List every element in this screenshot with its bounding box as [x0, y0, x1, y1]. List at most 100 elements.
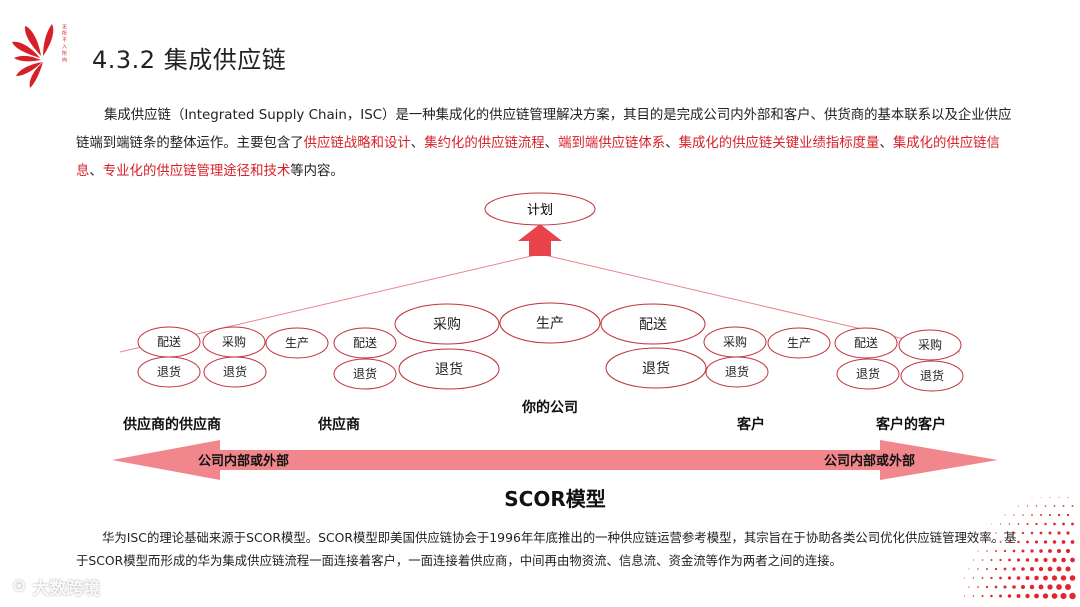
decorative-dot — [1030, 549, 1033, 552]
decorative-dot — [990, 577, 992, 579]
decorative-dot — [1052, 575, 1057, 580]
decorative-dot — [1043, 576, 1048, 581]
decorative-dot — [999, 595, 1002, 598]
decorative-dot — [1057, 531, 1060, 534]
decorative-dot — [1017, 576, 1021, 580]
decorative-dot — [1009, 523, 1010, 524]
group-label-customer: 客户 — [736, 416, 765, 433]
decorative-dot — [991, 559, 993, 561]
decorative-dot — [1047, 584, 1052, 589]
scor-description-text: 华为ISC的理论基础来源于SCOR模型。SCOR模型即美国供应链协会于1996年… — [76, 530, 1016, 568]
decorative-dot — [977, 550, 978, 551]
decorative-dot — [1045, 505, 1047, 507]
decorative-dot — [1065, 584, 1071, 590]
model-title: SCOR模型 — [504, 487, 605, 511]
node-label: 退货 — [856, 366, 880, 381]
decorative-dot — [1053, 540, 1057, 544]
decorative-dot — [1058, 514, 1060, 516]
node-label: 配送 — [854, 335, 878, 350]
decorative-dot — [1027, 505, 1028, 506]
node-label: 退货 — [223, 364, 247, 379]
decorative-dot — [1067, 497, 1068, 498]
decorative-dot — [999, 577, 1002, 580]
decorative-dot — [991, 524, 992, 525]
decorative-dot — [1017, 594, 1021, 598]
highlight-term: 专业化的供应链管理途径和技术 — [103, 164, 290, 179]
decorative-dot — [977, 586, 979, 588]
huawei-logo-icon: 无 所 不 入 所 向 — [10, 14, 74, 94]
decorative-dot — [1043, 558, 1047, 562]
decorative-dot — [987, 533, 988, 534]
decorative-dot — [1040, 497, 1041, 498]
node-label: 采购 — [433, 317, 461, 333]
decorative-dot — [991, 541, 992, 542]
decorative-dot — [1004, 568, 1007, 571]
decorative-dot — [1030, 567, 1034, 571]
decorative-dot — [1052, 558, 1056, 562]
decorative-dot — [1012, 585, 1016, 589]
decorative-dot — [1044, 523, 1046, 525]
watermark-icon: ⊙ — [12, 576, 26, 596]
decorative-dot — [1013, 532, 1015, 534]
node-label: 配送 — [353, 335, 377, 350]
scor-diagram: 计划 配送 采购 生产 退货 退货 配送 退货 采购 生产 退货 配送 采 — [0, 190, 1080, 520]
decorative-dot — [973, 595, 975, 597]
node-label: 退货 — [353, 366, 377, 381]
node-label: 退货 — [642, 360, 670, 377]
decorative-dot — [1026, 523, 1028, 525]
decorative-dot — [1013, 550, 1016, 553]
decorative-dot — [1056, 584, 1062, 590]
highlight-term: 集成化的供应链关键业绩指标度量 — [679, 136, 880, 151]
decorative-dot — [982, 541, 983, 542]
decorative-dot — [1044, 540, 1047, 543]
decorative-dot — [1021, 585, 1025, 589]
scor-description: 华为ISC的理论基础来源于SCOR模型。SCOR模型即美国供应链协会于1996年… — [76, 526, 1026, 572]
node-label: 采购 — [918, 337, 942, 352]
decorative-dot — [1012, 567, 1015, 570]
decorative-dot — [1004, 550, 1006, 552]
intro-sep: 、 — [665, 136, 678, 151]
decorative-dot — [986, 586, 988, 588]
decorative-dot — [1070, 558, 1075, 563]
decorative-dot — [995, 568, 997, 570]
decorative-dot — [982, 577, 984, 579]
group-label-supplier-of-supplier: 供应商的供应商 — [122, 416, 221, 433]
watermark-text: 大数跨境 — [32, 574, 100, 599]
group-label-supplier: 供应商 — [317, 416, 360, 433]
decorative-dot — [1049, 497, 1050, 498]
watermark: ⊙ 大数跨境 — [12, 572, 100, 600]
decorative-dots — [960, 497, 1080, 607]
decorative-dot — [1061, 575, 1066, 580]
node-label: 配送 — [639, 317, 667, 333]
intro-sep: 、 — [89, 164, 102, 179]
decorative-dot — [1021, 567, 1025, 571]
decorative-dot — [964, 578, 965, 579]
decorative-dot — [1017, 558, 1020, 561]
decorative-dot — [1049, 514, 1051, 516]
highlight-term: 集约化的供应链流程 — [424, 136, 545, 151]
decorative-dot — [1003, 585, 1006, 588]
decorative-dot — [1031, 514, 1033, 516]
decorative-dot — [1060, 593, 1066, 599]
decorative-dot — [1040, 532, 1043, 535]
decorative-dot — [1062, 523, 1065, 526]
highlight-term: 供应链战略和设计 — [304, 136, 411, 151]
decorative-dot — [995, 532, 996, 533]
decorative-dot — [1072, 505, 1074, 507]
decorative-dot — [1052, 593, 1058, 599]
decorative-dot — [973, 559, 974, 560]
node-label: 采购 — [723, 334, 747, 349]
decorative-dot — [964, 595, 965, 596]
decorative-dot — [1067, 514, 1069, 516]
decorative-dot — [1026, 558, 1029, 561]
node-label: 生产 — [536, 316, 564, 332]
decorative-dot — [968, 568, 969, 569]
arrow-label-left: 公司内部或外部 — [198, 453, 289, 469]
node-label: 退货 — [435, 361, 463, 378]
arrow-label-right: 公司内部或外部 — [824, 453, 915, 469]
decorative-dot — [1035, 558, 1039, 562]
node-label: 采购 — [222, 334, 246, 349]
decorative-dot — [1000, 523, 1001, 524]
plan-label: 计划 — [527, 203, 553, 218]
node-label: 退货 — [725, 364, 749, 379]
